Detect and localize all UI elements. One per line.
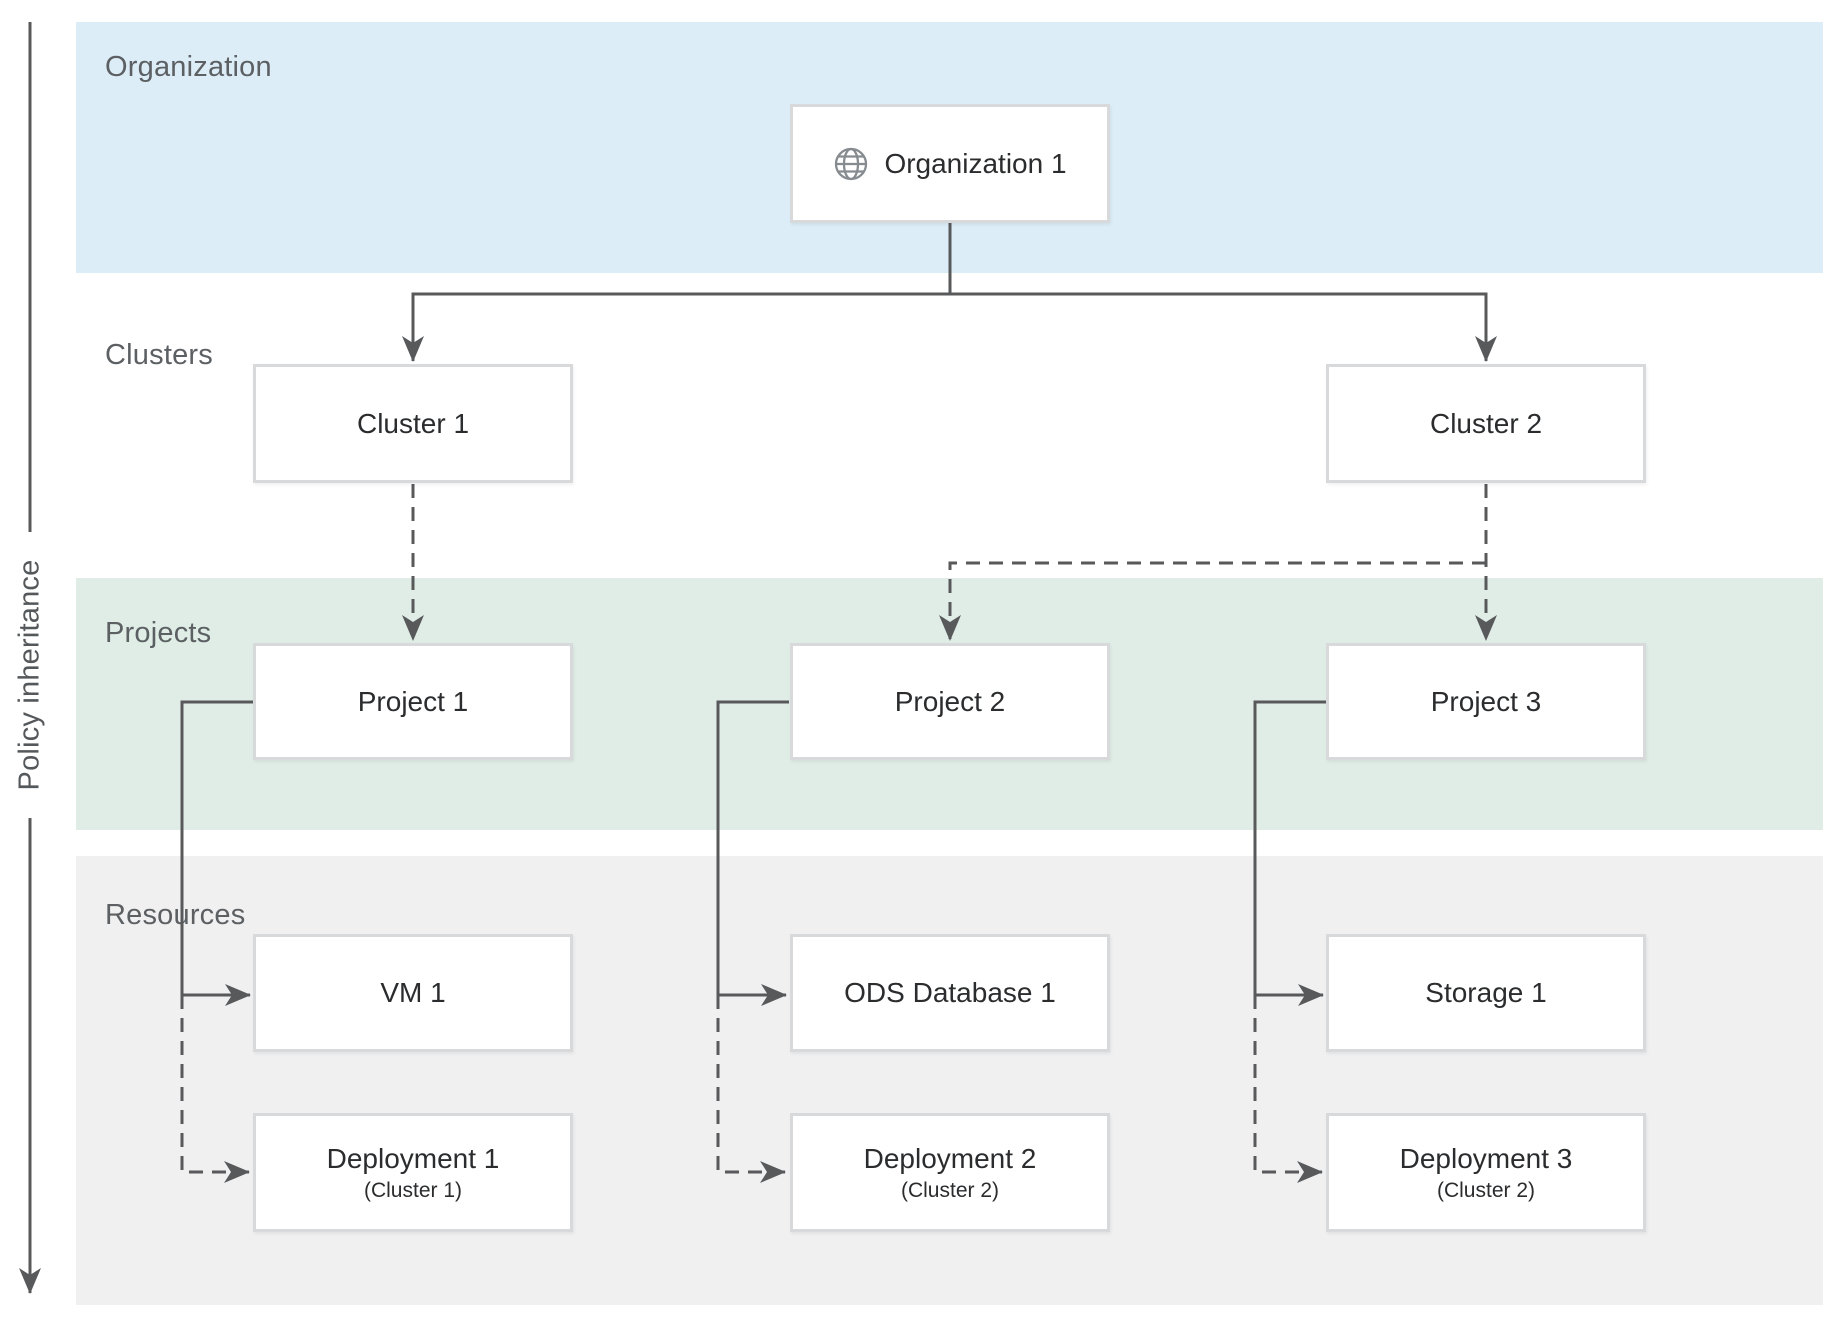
node-label: Cluster 1 [356,407,470,439]
node-label: Storage 1 [1425,977,1547,1009]
node-project-1: Project 1 [253,643,573,760]
policy-inheritance-label: Policy inheritance [13,559,46,791]
node-sublabel: (Cluster 2) [1436,1178,1536,1202]
resources-band-label: Resources [105,899,246,931]
node-label: VM 1 [380,977,446,1009]
node-label: Deployment 1 [326,1143,500,1175]
node-cluster-2: Cluster 2 [1326,364,1646,483]
node-project-3: Project 3 [1326,643,1646,760]
node-sublabel: (Cluster 2) [900,1178,1000,1202]
node-label: Deployment 2 [863,1143,1037,1175]
globe-icon [835,147,868,180]
node-deployment-1: Deployment 1 (Cluster 1) [253,1113,573,1232]
node-vm-1: VM 1 [253,934,573,1052]
node-label: ODS Database 1 [844,977,1056,1009]
node-label: Deployment 3 [1399,1143,1573,1175]
node-ods-database-1: ODS Database 1 [790,934,1110,1052]
node-label: Cluster 2 [1429,407,1543,439]
node-label: Organization 1 [884,147,1067,179]
node-label: Project 2 [894,685,1006,717]
clusters-band-label: Clusters [105,339,213,371]
node-label: Project 1 [357,685,469,717]
node-sublabel: (Cluster 1) [363,1178,463,1202]
organization-band-label: Organization [105,51,272,83]
node-organization-1: Organization 1 [790,104,1110,223]
node-storage-1: Storage 1 [1326,934,1646,1052]
node-cluster-1: Cluster 1 [253,364,573,483]
node-project-2: Project 2 [790,643,1110,760]
node-deployment-3: Deployment 3 (Cluster 2) [1326,1113,1646,1232]
node-label: Project 3 [1430,685,1542,717]
node-deployment-2: Deployment 2 (Cluster 2) [790,1113,1110,1232]
projects-band-label: Projects [105,617,212,649]
resources-band [76,856,1823,1305]
connector-organization-to-cluster2 [950,292,1497,362]
